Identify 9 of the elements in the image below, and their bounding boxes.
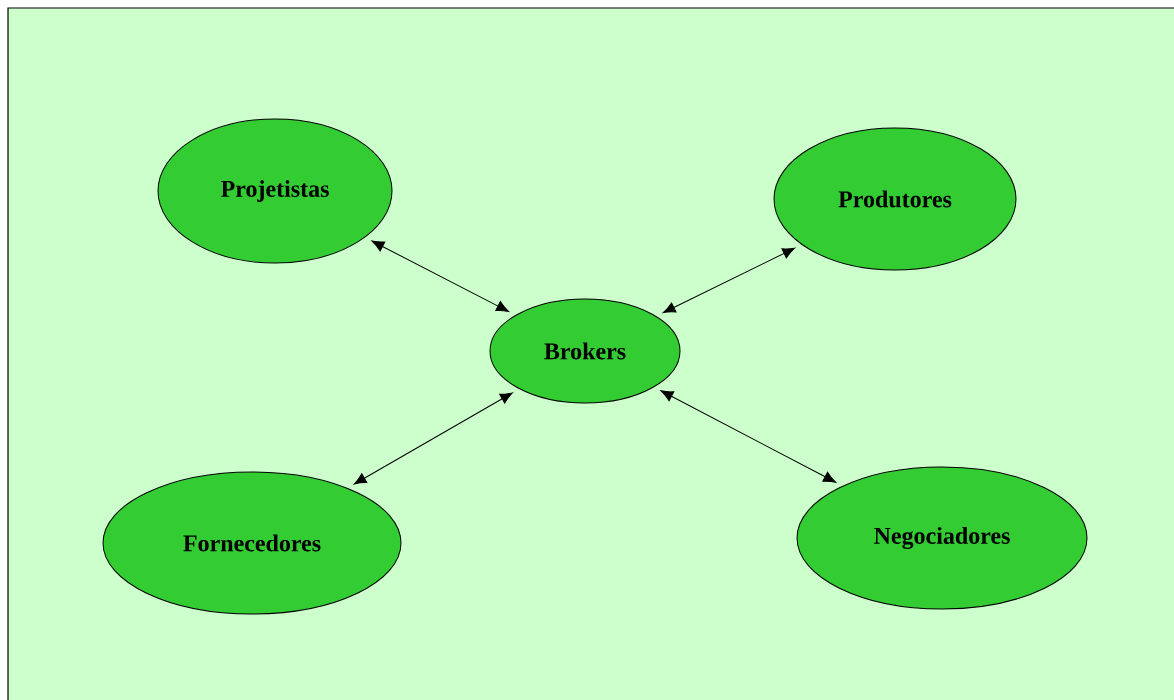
ellipse-node: Fornecedores — [102, 471, 402, 615]
ellipse-node: Produtores — [773, 127, 1017, 271]
ellipse-node: Projetistas — [157, 118, 393, 264]
arrow — [660, 390, 837, 483]
ellipse-node: Brokers — [489, 298, 681, 404]
arrow — [662, 247, 796, 314]
ellipse-node: Negociadores — [796, 466, 1088, 610]
arrow — [371, 240, 509, 312]
arrow — [353, 392, 513, 485]
